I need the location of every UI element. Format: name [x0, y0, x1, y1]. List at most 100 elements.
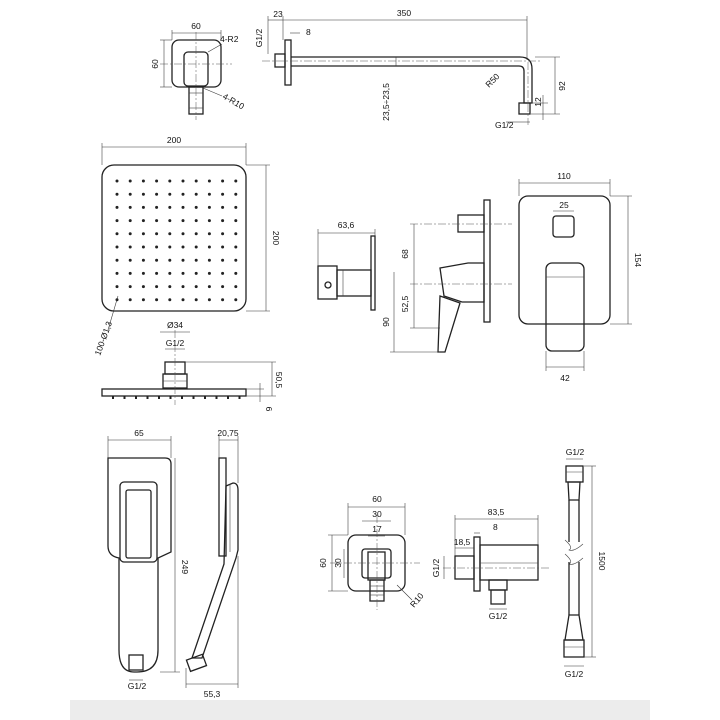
hand-shower-drawing: 65 249 G1/2 20,75 55,3: [107, 428, 239, 699]
hose-length-label: 1500: [597, 552, 607, 571]
nozzle-dot: [141, 285, 145, 289]
nozzle-tip: [227, 396, 229, 399]
nozzle-dot: [141, 179, 145, 183]
outlet-side-drawing: 83,5 8 18,5 G1/2 G1/2: [431, 507, 550, 621]
nozzle-dot: [115, 205, 119, 209]
nozzle-dot: [168, 232, 172, 236]
nozzle-dot: [141, 258, 145, 262]
flange-height-label: 60: [150, 59, 160, 69]
nozzle-dot: [221, 271, 225, 275]
arm-end-thread-label: G1/2: [495, 120, 514, 130]
hand-depth-label: 20,75: [217, 428, 239, 438]
nozzle-dot: [155, 205, 159, 209]
nozzle-dot: [141, 219, 145, 223]
nozzle-dot: [141, 245, 145, 249]
nozzle-dot: [155, 192, 159, 196]
nozzle-dot: [168, 285, 172, 289]
nozzle-dot: [128, 232, 132, 236]
nozzle-dot: [115, 285, 119, 289]
nozzle-dot: [234, 245, 238, 249]
nozzle-dot: [234, 179, 238, 183]
outlet-height-label: 60: [318, 558, 328, 568]
nozzle-dot: [115, 258, 119, 262]
head-nozzles-label: 100-Ø1,3: [92, 320, 114, 357]
nozzle-dot: [221, 205, 225, 209]
valve-plate-drawing: 110 25 154 42: [518, 171, 643, 383]
nozzle-dot: [115, 245, 119, 249]
nozzle-dot: [128, 192, 132, 196]
nozzle-tip: [204, 396, 206, 399]
nozzle-dot: [207, 298, 211, 302]
shower-hose-drawing: G1/2 1500 G1/2: [563, 447, 607, 679]
nozzle-dot: [155, 232, 159, 236]
head-width-label: 200: [167, 135, 181, 145]
nozzle-dot: [181, 219, 185, 223]
arm-drop-label: 92: [557, 81, 567, 91]
outlet-width-label: 60: [372, 494, 382, 504]
nozzle-dot: [221, 192, 225, 196]
flange-width-label: 60: [191, 21, 201, 31]
outlet-port-width-label: 17: [372, 524, 382, 534]
head-thread-label: G1/2: [166, 338, 185, 348]
nozzle-dot: [221, 245, 225, 249]
head-plate-thickness-label: 6: [264, 407, 274, 412]
plate-diverter-label: 25: [559, 200, 569, 210]
nozzle-tip: [238, 396, 241, 399]
flange-corner-radius-label: 4-R2: [220, 34, 239, 44]
nozzle-dot: [194, 192, 198, 196]
nozzle-dot: [234, 232, 238, 236]
nozzle-dot: [194, 298, 198, 302]
nozzle-dot: [207, 245, 211, 249]
nozzle-dot: [168, 205, 172, 209]
nozzle-dot: [115, 271, 119, 275]
nozzle-dot: [221, 298, 225, 302]
nozzle-dot: [221, 179, 225, 183]
nozzle-dot: [181, 192, 185, 196]
nozzle-dot: [115, 179, 119, 183]
nozzle-dot: [207, 219, 211, 223]
nozzle-dot: [194, 245, 198, 249]
hose-bottom-thread-label: G1/2: [565, 669, 584, 679]
nozzle-dot: [181, 232, 185, 236]
nozzle-dot: [155, 285, 159, 289]
nozzle-dot: [168, 298, 172, 302]
nozzle-dot: [194, 271, 198, 275]
nozzle-dot: [207, 285, 211, 289]
outlet-flange-label: 8: [493, 522, 498, 532]
wall-flange-drawing: 60 60 4-R2 4-R10: [150, 21, 246, 120]
nozzle-dot: [141, 232, 145, 236]
nozzle-dot: [128, 285, 132, 289]
outlet-bottom-thread-label: G1/2: [489, 611, 508, 621]
nozzle-dot: [194, 258, 198, 262]
outlet-inner-height-label: 30: [333, 558, 343, 568]
nozzle-tip: [146, 396, 149, 399]
valve-side-drawing: 63,6: [317, 220, 376, 311]
nozzle-tip: [158, 396, 160, 399]
nozzle-dot: [141, 192, 145, 196]
nozzle-dot: [234, 298, 238, 302]
hand-side-width-label: 55,3: [204, 689, 221, 699]
shower-arm-drawing: G1/2 23 8 350 R50 92 12 23,5÷23,5 G1/2: [254, 8, 567, 130]
hose-top-thread-label: G1/2: [566, 447, 585, 457]
nozzle-tip: [112, 396, 114, 399]
shower-head-drawing: 200 200 100-Ø1,3 Ø34 G1/2 50,5 6: [92, 135, 284, 412]
nozzle-dot: [207, 258, 211, 262]
nozzle-dot: [115, 232, 119, 236]
plate-height-label: 154: [633, 253, 643, 267]
nozzle-dot: [181, 285, 185, 289]
nozzle-dot: [168, 245, 172, 249]
nozzle-dot: [234, 205, 238, 209]
outlet-front-drawing: 60 30 17 60 30 R10: [318, 494, 426, 610]
nozzle-dot: [207, 205, 211, 209]
flange-inner-radius-label: 4-R10: [221, 91, 246, 111]
nozzle-dot: [168, 179, 172, 183]
outlet-side-thread-label: G1/2: [431, 559, 441, 578]
nozzle-tip: [181, 396, 183, 399]
nozzle-dot: [181, 271, 185, 275]
nozzle-dot: [194, 179, 198, 183]
outlet-radius-label: R10: [408, 591, 426, 610]
nozzle-tip: [215, 396, 218, 399]
nozzle-dot: [155, 179, 159, 183]
nozzle-dot: [181, 205, 185, 209]
